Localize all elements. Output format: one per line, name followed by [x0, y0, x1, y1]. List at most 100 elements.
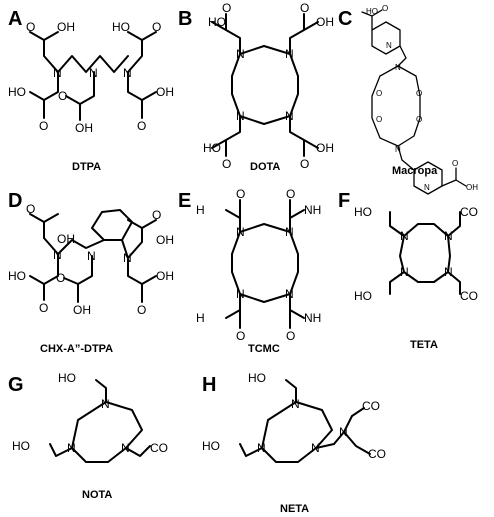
svg-text:N: N — [395, 145, 401, 154]
panel-b: B N N N N HO O O OH HO O O OH DOTA — [178, 1, 334, 173]
svg-text:O: O — [152, 20, 161, 34]
chx-a-dtpa-structure: N N N O OH HO O OH O O OH OH O — [8, 202, 174, 317]
svg-text:HO: HO — [248, 371, 266, 385]
panel-c: C HO O N N O O O O N N O OH Macropa — [338, 4, 478, 195]
svg-text:OH: OH — [156, 85, 174, 99]
svg-text:N: N — [257, 441, 266, 455]
svg-text:N: N — [53, 66, 62, 80]
svg-text:NH: NH — [304, 311, 321, 325]
caption-neta: NETA — [280, 503, 309, 515]
svg-text:HO: HO — [8, 269, 26, 283]
panel-f: F N N N N HO CO HO CO TETA — [338, 190, 478, 351]
svg-text:OH: OH — [57, 20, 75, 34]
svg-text:N: N — [53, 248, 62, 262]
svg-text:HO: HO — [366, 7, 378, 16]
svg-text:O: O — [137, 303, 146, 317]
caption-tcmc: TCMC — [248, 343, 280, 355]
panel-letter-g: G — [8, 374, 24, 396]
svg-text:N: N — [67, 441, 76, 455]
panel-letter-e: E — [178, 190, 191, 212]
svg-text:O: O — [382, 4, 388, 13]
svg-text:O: O — [416, 89, 422, 98]
svg-text:OH: OH — [466, 183, 478, 192]
svg-text:HO: HO — [112, 20, 130, 34]
svg-text:O: O — [39, 301, 48, 315]
svg-text:O: O — [26, 202, 35, 216]
dota-structure: N N N N HO O O OH HO O O OH — [203, 1, 334, 171]
caption-macropa: Macropa — [392, 165, 438, 177]
svg-text:N: N — [285, 287, 294, 301]
svg-text:O: O — [58, 89, 67, 103]
svg-text:N: N — [121, 441, 130, 455]
caption-nota: NOTA — [82, 489, 112, 501]
panel-h: H N N N N HO HO CO CO NETA — [202, 371, 386, 515]
svg-text:N: N — [123, 66, 132, 80]
svg-text:N: N — [400, 229, 409, 243]
svg-text:OH: OH — [57, 232, 75, 246]
caption-teta: TETA — [410, 339, 438, 351]
svg-text:CO: CO — [362, 399, 380, 413]
svg-text:HO: HO — [203, 141, 221, 155]
panel-letter-c: C — [338, 8, 352, 30]
svg-text:HO: HO — [58, 371, 76, 385]
svg-text:O: O — [452, 159, 458, 168]
macropa-structure: HO O N N O O O O N N O OH — [361, 4, 478, 195]
svg-text:HO: HO — [354, 205, 372, 219]
svg-text:CO: CO — [150, 441, 168, 455]
dtpa-structure: N N N O OH HO O OH O O HO OH O — [8, 20, 174, 135]
svg-text:N: N — [400, 265, 409, 279]
caption-dota: DOTA — [250, 161, 280, 173]
svg-text:HO: HO — [354, 289, 372, 303]
svg-text:O: O — [137, 119, 146, 133]
panel-e: E N N N N H O O NH H O O NH TCMC — [178, 187, 321, 355]
svg-text:N: N — [285, 47, 294, 61]
svg-text:N: N — [236, 225, 245, 239]
svg-text:N: N — [395, 63, 401, 72]
svg-text:O: O — [236, 187, 245, 201]
svg-text:O: O — [152, 208, 161, 222]
panel-letter-f: F — [338, 190, 350, 212]
svg-text:CO: CO — [460, 205, 478, 219]
svg-text:O: O — [286, 329, 295, 343]
tcmc-structure: N N N N H O O NH H O O NH — [196, 187, 321, 343]
panel-letter-h: H — [202, 374, 216, 396]
svg-text:OH: OH — [73, 303, 91, 317]
svg-text:O: O — [416, 115, 422, 124]
svg-text:HO: HO — [202, 439, 220, 453]
svg-text:HO: HO — [12, 439, 30, 453]
svg-text:H: H — [196, 203, 205, 217]
svg-text:O: O — [376, 115, 382, 124]
panel-letter-b: B — [178, 8, 192, 30]
svg-text:N: N — [386, 41, 392, 50]
caption-dtpa: DTPA — [72, 161, 101, 173]
caption-chx-a-dtpa: CHX-A”-DTPA — [40, 343, 113, 355]
svg-text:N: N — [101, 397, 110, 411]
svg-text:O: O — [376, 89, 382, 98]
svg-text:N: N — [89, 66, 98, 80]
svg-text:N: N — [444, 229, 453, 243]
svg-text:N: N — [285, 225, 294, 239]
panel-g: G N N N HO HO CO NOTA — [8, 371, 168, 501]
svg-text:OH: OH — [316, 141, 334, 155]
svg-text:O: O — [39, 119, 48, 133]
svg-text:CO: CO — [368, 447, 386, 461]
svg-text:N: N — [424, 183, 430, 192]
svg-text:OH: OH — [156, 233, 174, 247]
panel-letter-d: D — [8, 190, 22, 212]
teta-structure: N N N N HO CO HO CO — [354, 205, 478, 303]
svg-text:N: N — [236, 287, 245, 301]
svg-text:CO: CO — [460, 289, 478, 303]
svg-text:O: O — [56, 271, 65, 285]
svg-text:N: N — [291, 397, 300, 411]
svg-text:NH: NH — [304, 203, 321, 217]
nota-structure: N N N HO HO CO — [12, 371, 168, 463]
svg-text:O: O — [222, 1, 231, 15]
svg-text:O: O — [236, 329, 245, 343]
svg-text:HO: HO — [8, 85, 26, 99]
svg-text:N: N — [285, 109, 294, 123]
svg-text:N: N — [87, 249, 96, 263]
svg-text:OH: OH — [316, 15, 334, 29]
svg-text:O: O — [300, 157, 309, 171]
svg-text:O: O — [222, 157, 231, 171]
svg-text:HO: HO — [208, 15, 226, 29]
